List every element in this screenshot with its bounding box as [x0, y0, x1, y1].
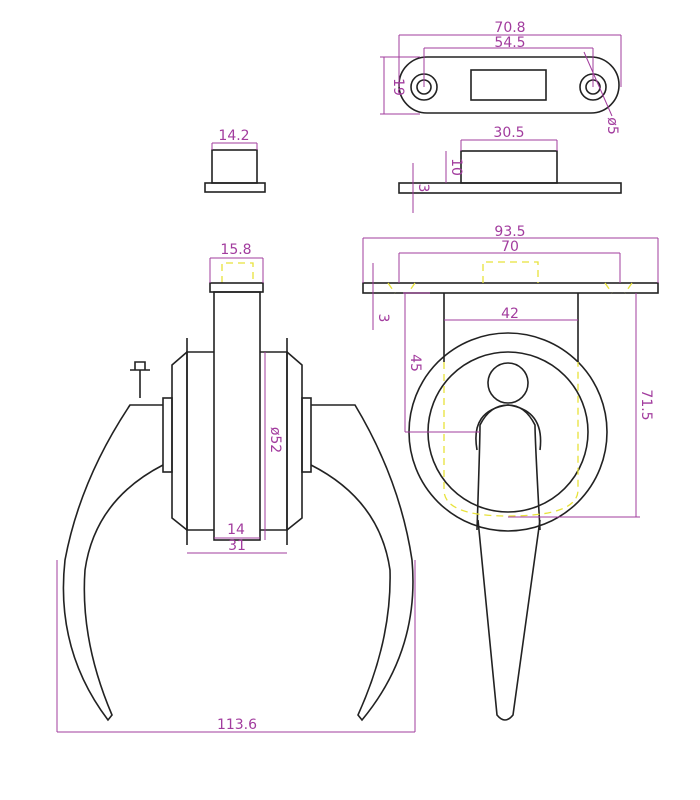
- spindle-cap-part: 14.2: [204, 128, 266, 193]
- dim-rose-diameter: ø52: [267, 427, 283, 453]
- dim-31: 31: [228, 538, 246, 554]
- dim-19: 19: [390, 78, 406, 96]
- dim-15-8: 15.8: [220, 242, 251, 258]
- dim-113-6: 113.6: [217, 717, 257, 733]
- dim-42: 42: [501, 306, 519, 322]
- dim-10: 10: [448, 158, 464, 176]
- dim-14: 14: [227, 522, 245, 538]
- dim-45: 45: [407, 354, 423, 372]
- dim-hole-diameter: ø5: [604, 117, 620, 134]
- strike-plate-top-view: 70.8 54.5 19 ø5: [380, 20, 622, 135]
- dim-3-top: 3: [415, 184, 431, 193]
- strike-plate-side-view: 30.5 10 3: [398, 125, 622, 213]
- dim-71-5: 71.5: [638, 389, 654, 420]
- dim-54-5: 54.5: [494, 35, 525, 51]
- lever-handle-front-view: 15.8 ø52 14 31 113.6: [56, 242, 416, 733]
- dim-70-8: 70.8: [494, 20, 525, 36]
- dim-93-5: 93.5: [494, 224, 525, 240]
- dim-14-2: 14.2: [218, 128, 249, 144]
- dim-70: 70: [501, 239, 519, 255]
- dim-30-5: 30.5: [493, 125, 524, 141]
- lever-handle-side-view: 93.5 70 42 45 71.5 3: [362, 224, 659, 721]
- dim-3-mount: 3: [375, 314, 391, 323]
